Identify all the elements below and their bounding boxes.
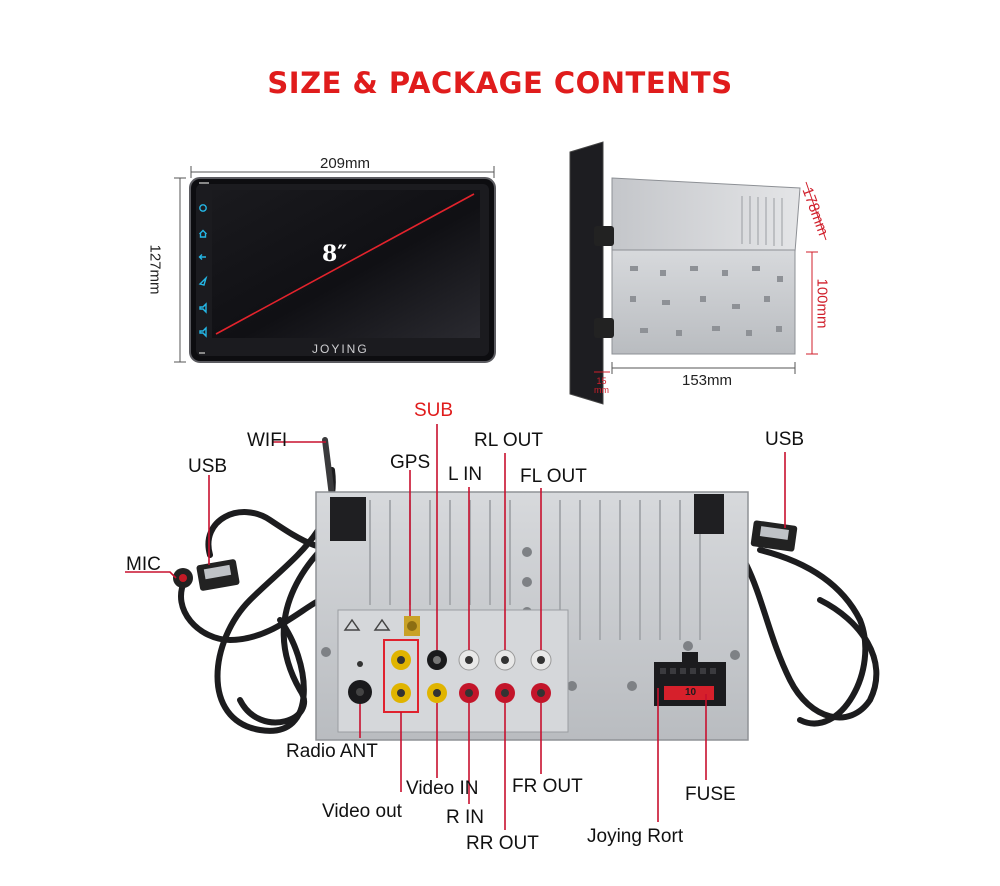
rl-out-label: RL OUT — [474, 430, 543, 451]
bracket-clip-bottom — [594, 318, 614, 338]
leader-lines — [125, 424, 786, 830]
chassis-top — [611, 177, 801, 253]
fuse-icon — [664, 686, 714, 700]
gps-label: GPS — [390, 452, 431, 473]
unit-height-label: 100mm — [813, 278, 831, 329]
right-cable-clip — [694, 494, 724, 534]
length-label: 153mm — [682, 372, 733, 389]
rca-row-bottom — [391, 683, 551, 703]
fuse-value: 10 — [685, 687, 697, 698]
rr-out-label: RR OUT — [466, 833, 539, 854]
mic-label: MIC — [126, 554, 161, 575]
joying-port-label: Joying Rort — [587, 826, 684, 847]
rca-row-top — [391, 649, 552, 671]
connector-area — [337, 609, 569, 733]
diagonal-line — [215, 193, 475, 335]
power-icon — [199, 204, 207, 212]
back-icon — [198, 254, 206, 260]
right-cables — [709, 517, 880, 727]
r-in-label: R IN — [446, 807, 484, 828]
bezel-label: 15 mm — [594, 376, 609, 395]
video-out-label: Video out — [322, 801, 402, 822]
radio-ant-label: Radio ANT — [286, 741, 378, 762]
sub-label: SUB — [414, 400, 454, 421]
height-label: 127mm — [146, 244, 164, 295]
side-view — [569, 141, 827, 405]
l-in-label: L IN — [448, 464, 483, 485]
video-in-label: Video IN — [406, 778, 479, 799]
volume-up-icon — [199, 302, 207, 314]
fr-out-label: FR OUT — [512, 776, 583, 797]
mic-leader — [125, 571, 177, 579]
width-label: 209mm — [320, 155, 371, 172]
fuse-label: FUSE — [685, 784, 736, 805]
bracket-clip-top — [594, 226, 614, 246]
brand-logo: JOYING — [312, 342, 369, 356]
bezel-side — [569, 141, 604, 405]
home-icon — [199, 229, 207, 238]
usb-right-label: USB — [765, 429, 805, 450]
side-button-strip — [198, 204, 208, 338]
left-cable-clip — [330, 497, 366, 541]
rear-view — [173, 437, 880, 741]
wifi-label: WIFI — [247, 430, 288, 451]
usb-left-label: USB — [188, 456, 228, 477]
volume-down-icon — [199, 326, 207, 338]
depth-dimension-line — [805, 181, 827, 241]
page-title: SIZE & PACKAGE CONTENTS — [267, 66, 733, 100]
fl-out-label: FL OUT — [520, 466, 587, 487]
front-view — [174, 166, 496, 363]
diagonal-label: 8″ — [322, 241, 348, 267]
navigation-icon — [198, 275, 208, 286]
